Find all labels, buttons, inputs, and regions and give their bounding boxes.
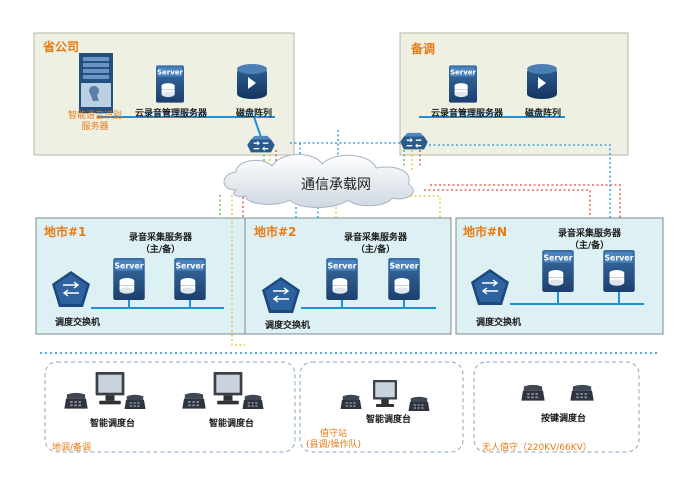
backup-title: 备调 bbox=[411, 42, 436, 56]
zone3-label: 无人值守（220KV/66KV） bbox=[482, 443, 592, 453]
city2-title: 地市#2 bbox=[254, 225, 297, 239]
backup-disk-array-icon bbox=[527, 64, 557, 99]
desk1-phone2-icon bbox=[124, 394, 146, 409]
backup-disk-array-label: 磁盘阵列 bbox=[525, 109, 562, 119]
zone2-label: 值守站 (县调/操作队) bbox=[306, 429, 362, 450]
cityn-server-main-icon bbox=[542, 250, 574, 292]
cloud-server-icon bbox=[156, 65, 184, 103]
desk3-phone-icon bbox=[340, 394, 362, 409]
bottom-zone-2 bbox=[299, 361, 464, 453]
bottom-zone-3 bbox=[473, 361, 640, 453]
city1-server-main-icon bbox=[113, 258, 145, 300]
keypad-phone1-icon bbox=[521, 384, 545, 401]
cityn-server-label: 录音采集服务器 （主/备） bbox=[558, 229, 622, 251]
asr-server-label: 智能语音识别 服务器 bbox=[68, 111, 123, 132]
network-label: 通信承载网 bbox=[301, 177, 371, 193]
backup-cloud-server-label: 云录音管理服务器 bbox=[431, 109, 504, 119]
disk-array-icon bbox=[237, 64, 267, 99]
desk2-phone-icon bbox=[182, 392, 206, 409]
desk1-phone-icon bbox=[64, 392, 88, 409]
backup-cloud-server-icon bbox=[449, 65, 477, 103]
cityn-switch-label: 调度交换机 bbox=[476, 318, 522, 328]
zone1-label: 地调/备调 bbox=[52, 443, 92, 453]
desk2-phone2-icon bbox=[242, 394, 264, 409]
city2-server-main-icon bbox=[326, 258, 358, 300]
city1-server-label: 录音采集服务器 （主/备） bbox=[129, 233, 193, 255]
network-cloud bbox=[223, 154, 414, 208]
city1-title: 地市#1 bbox=[44, 225, 87, 239]
wan-links bbox=[219, 130, 621, 346]
backup-panel bbox=[399, 32, 629, 156]
asr-server-icon bbox=[79, 53, 113, 113]
keypad-phone2-icon bbox=[570, 384, 594, 401]
desk3-label: 智能调度台 bbox=[366, 415, 412, 425]
province-title: 省公司 bbox=[43, 40, 80, 54]
city2-switch-label: 调度交换机 bbox=[265, 321, 311, 331]
city1-switch-label: 调度交换机 bbox=[55, 318, 101, 328]
desk1-monitor-icon bbox=[95, 372, 125, 405]
city1-server-backup-icon bbox=[174, 258, 206, 300]
bottom-zone-1 bbox=[44, 361, 296, 453]
disk-array-label: 磁盘阵列 bbox=[236, 109, 273, 119]
desk3-monitor-icon bbox=[373, 380, 397, 407]
desk3-phone2-icon bbox=[408, 396, 430, 411]
desk1-label: 智能调度台 bbox=[90, 419, 136, 429]
cloud-server-label: 云录音管理服务器 bbox=[135, 109, 208, 119]
city2-server-label: 录音采集服务器 （主/备） bbox=[344, 233, 408, 255]
keypad-desk-label: 按键调度台 bbox=[541, 414, 587, 424]
city2-server-backup-icon bbox=[388, 258, 420, 300]
cityn-title: 地市#N bbox=[463, 225, 508, 239]
desk2-label: 智能调度台 bbox=[209, 419, 255, 429]
cityn-server-backup-icon bbox=[603, 250, 635, 292]
desk2-monitor-icon bbox=[213, 372, 243, 405]
